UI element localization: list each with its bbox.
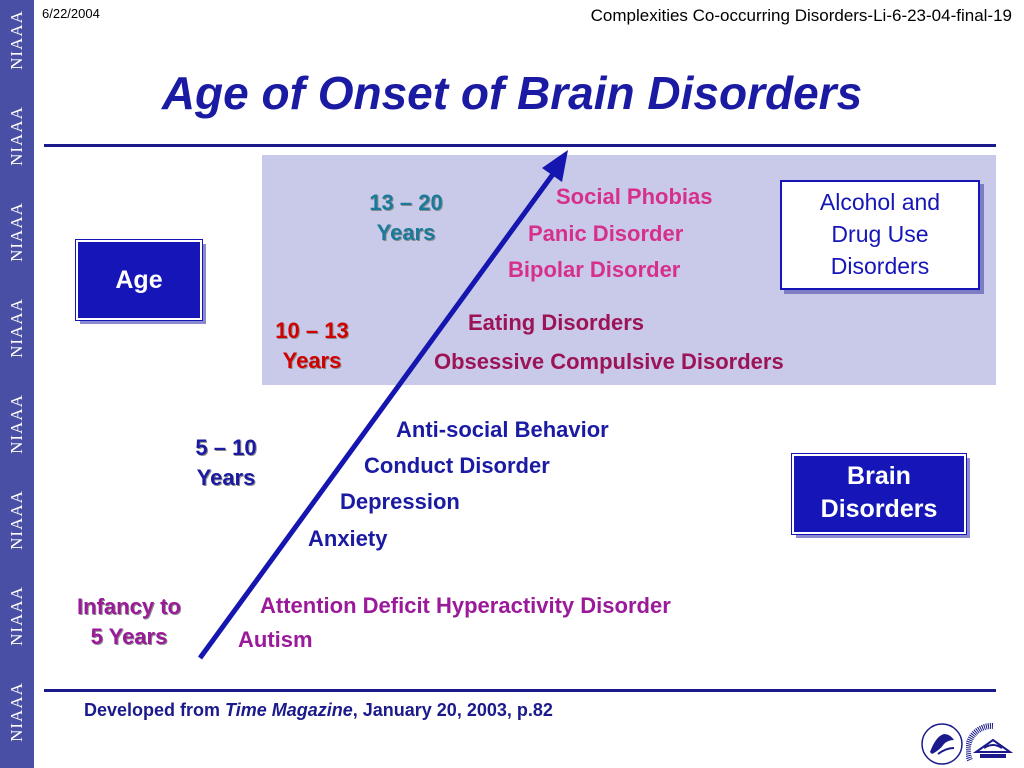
age-label-line: Years (282, 348, 342, 373)
age-label-line: 13 – 20 (369, 190, 443, 215)
alcohol-box-line: Alcohol and (819, 189, 941, 215)
alcohol-drug-box: Alcohol and Drug Use Disorders (780, 180, 980, 290)
arrow-head (542, 150, 568, 182)
disorder-antisocial: Anti-social Behavior (396, 417, 609, 442)
slide-title: Age of Onset of Brain Disorders (161, 67, 863, 119)
age-label-line: Infancy to (77, 594, 181, 619)
citation-suffix: , January 20, 2003, p.82 (352, 700, 553, 720)
brain-box-line: Brain (847, 462, 911, 490)
alcohol-box-line: Disorders (830, 253, 930, 279)
disorder-eating: Eating Disorders (468, 310, 645, 335)
disorder-ocd: Obsessive Compulsive Disorders (434, 349, 784, 374)
citation-source: Time Magazine (225, 700, 353, 720)
disorder-anxiety: Anxiety (308, 526, 388, 551)
alcohol-box-line: Drug Use (831, 221, 929, 247)
hhs-seal-icon (921, 723, 963, 765)
bottom-divider (44, 689, 996, 692)
age-box: Age (75, 239, 203, 321)
nih-logo-icon (966, 722, 1014, 762)
disorder-autism: Autism (238, 627, 313, 652)
age-13-20: 13 – 20 Years (346, 188, 466, 248)
source-citation: Developed from Time Magazine, January 20… (84, 700, 553, 721)
disorder-adhd: Attention Deficit Hyperactivity Disorder (260, 593, 671, 618)
age-infancy-5: Infancy to 5 Years (54, 592, 204, 652)
age-label-line: 5 – 10 (195, 435, 257, 460)
age-box-label: Age (115, 266, 163, 294)
age-label-line: 10 – 13 (275, 318, 349, 343)
citation-prefix: Developed from (84, 700, 226, 720)
disorder-panic: Panic Disorder (528, 221, 684, 246)
age-5-10: 5 – 10 Years (166, 433, 286, 493)
age-label-line: Years (196, 465, 256, 490)
disorder-depression: Depression (340, 489, 460, 514)
age-label-line: Years (376, 220, 436, 245)
age-10-13: 10 – 13 Years (252, 316, 372, 376)
arrow-shaft (197, 168, 559, 660)
disorder-social-phobias: Social Phobias (556, 184, 713, 209)
top-divider (44, 144, 996, 147)
brain-box-line: Disorders (820, 495, 938, 523)
disorder-conduct: Conduct Disorder (364, 453, 550, 478)
niaaa-sidebar: NIAAA NIAAA NIAAA NIAAA NIAAA NIAAA NIAA… (0, 0, 34, 768)
age-label-line: 5 Years (90, 624, 168, 649)
disorder-bipolar: Bipolar Disorder (508, 257, 681, 282)
slide-reference: Complexities Co-occurring Disorders-Li-6… (590, 6, 1012, 25)
brain-disorders-box: Brain Disorders (791, 453, 967, 535)
slide-date: 6/22/2004 (42, 6, 100, 21)
